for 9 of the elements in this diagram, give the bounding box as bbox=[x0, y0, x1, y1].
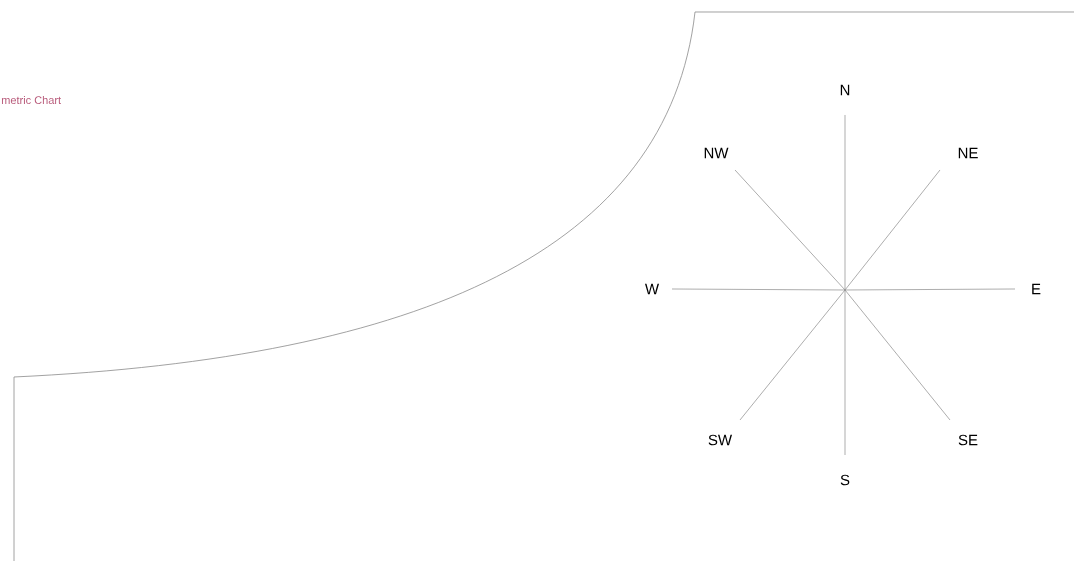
compass-letter: NW bbox=[704, 147, 729, 159]
chart-title: metric Chart bbox=[1, 95, 61, 105]
compass-letter: SE bbox=[958, 434, 978, 446]
compass-letter: E bbox=[1032, 283, 1041, 295]
compass-letter: W bbox=[645, 283, 660, 295]
compass-letter: S bbox=[840, 474, 850, 486]
compass-letter: N bbox=[840, 84, 850, 96]
compass-letter: SW bbox=[708, 434, 733, 446]
compass-letter: NE bbox=[958, 147, 978, 159]
